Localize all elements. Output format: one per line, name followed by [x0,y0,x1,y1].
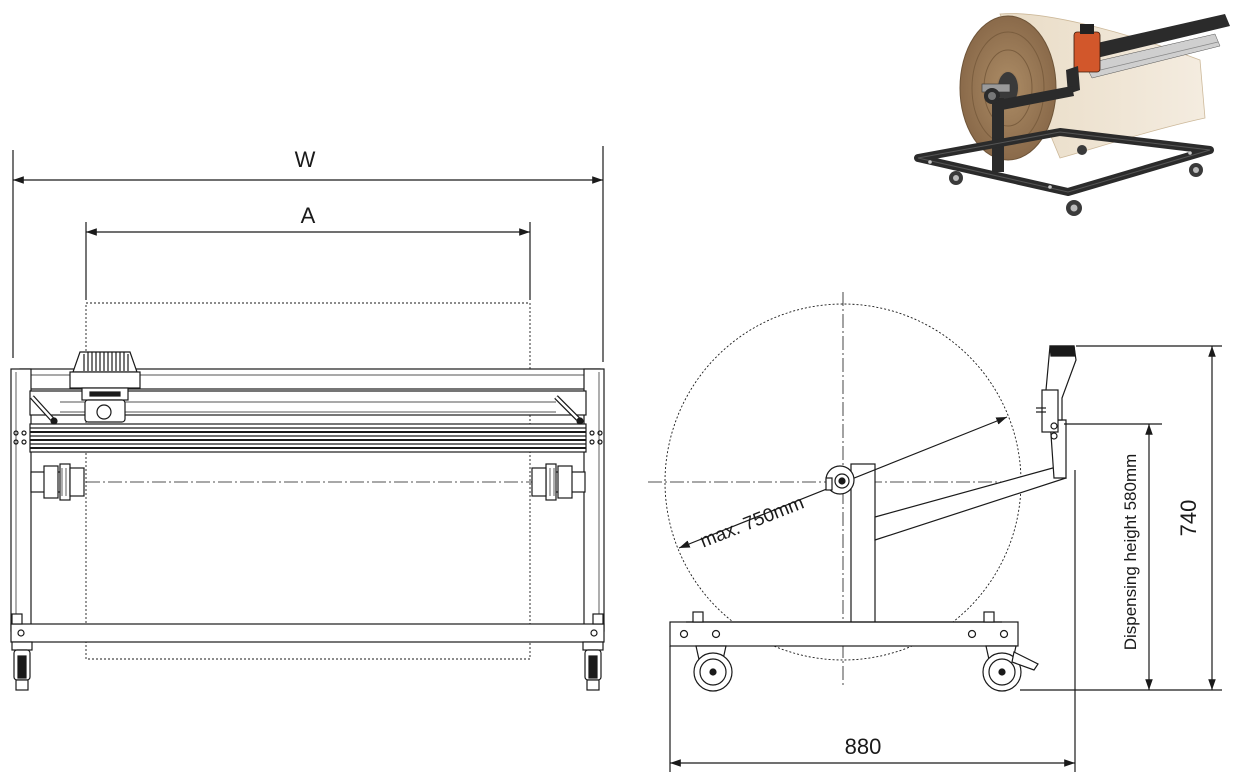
width-dimension: W [12,146,604,362]
cutter-head [69,351,141,423]
photo-cutter [1073,31,1101,73]
left-axle-bearing [30,463,85,501]
product-photo [914,13,1230,216]
height-label: 740 [1176,500,1201,537]
axle-dimension: A [85,203,531,300]
width-label: W [295,147,316,172]
front-caster-right [582,613,604,691]
side-caster-right [982,645,1039,692]
side-caster-left [693,645,733,692]
roll-outline [85,302,531,660]
depth-label: 880 [845,734,882,759]
side-view: max. 750mm [648,292,1222,772]
diameter-label: max. 750mm [697,492,807,552]
right-axle-bearing [531,463,586,501]
front-view: W A [10,146,605,691]
height-dimension: 740 [1020,345,1222,691]
side-dispenser-head [1036,345,1077,440]
dispensing-dimension: Dispensing height 580mm [1064,423,1162,690]
dispensing-label: Dispensing height 580mm [1121,454,1140,651]
front-caster-left [11,613,33,691]
axle-label: A [301,203,316,228]
spindle-hub [825,465,855,495]
photo-casters [949,145,1203,216]
depth-dimension: 880 [669,470,1076,772]
